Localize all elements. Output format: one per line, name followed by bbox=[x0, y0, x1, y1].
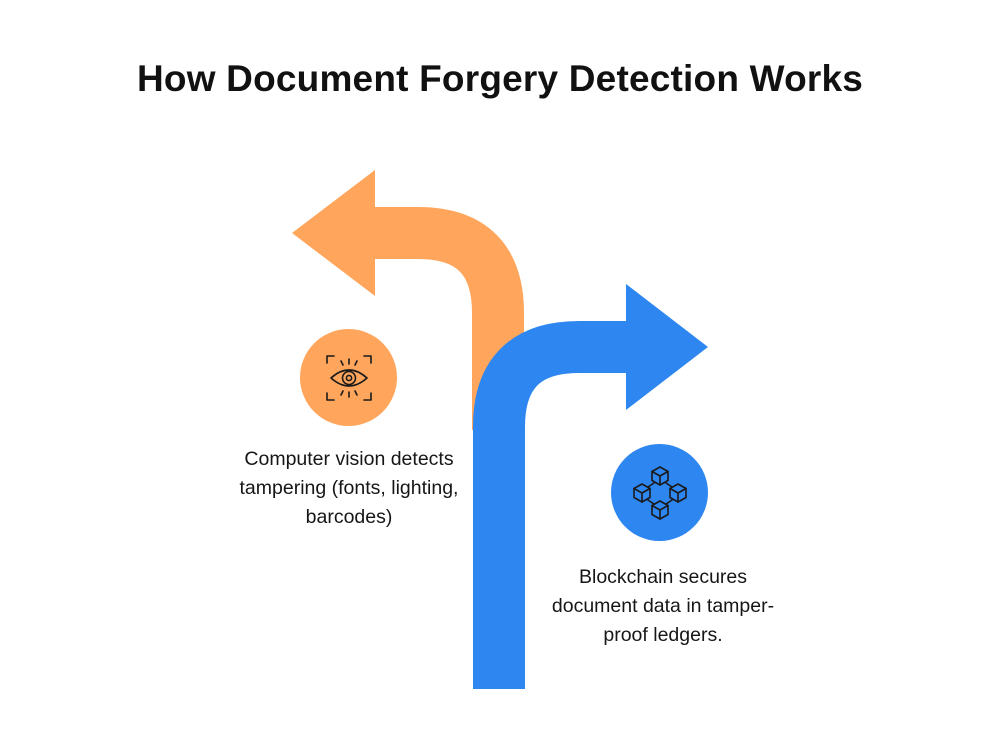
eye-scan-icon bbox=[321, 350, 377, 406]
page-title: How Document Forgery Detection Works bbox=[136, 58, 864, 99]
orange-left-arrow bbox=[292, 170, 524, 430]
blue-right-arrow bbox=[473, 284, 708, 689]
vision-caption: Computer vision detects tampering (fonts… bbox=[239, 448, 459, 528]
vision-icon-circle bbox=[300, 329, 397, 426]
blockchain-icon-circle bbox=[611, 444, 708, 541]
blockchain-cubes-icon bbox=[630, 463, 690, 523]
blockchain-caption: Blockchain secures document data in tamp… bbox=[551, 566, 775, 646]
